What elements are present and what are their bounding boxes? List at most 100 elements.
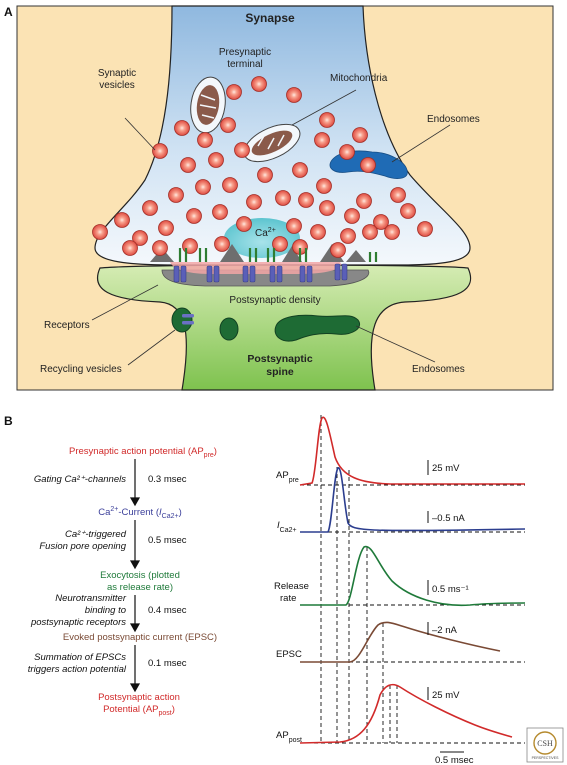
endosomes-bottom-label: Endosomes bbox=[412, 364, 465, 375]
process-summation-2: triggers action potential bbox=[28, 664, 127, 675]
trace-label-ap-post: APpost bbox=[276, 730, 302, 744]
timing-guides bbox=[320, 415, 398, 743]
recycling-label: Recycling vesicles bbox=[40, 364, 122, 375]
step-exocytosis-2: as release rate) bbox=[107, 582, 173, 593]
panel-b-letter: B bbox=[4, 414, 13, 428]
synaptic-vesicle bbox=[182, 238, 198, 254]
trace-label-epsc: EPSC bbox=[276, 649, 302, 660]
synapse-illustration: A bbox=[4, 5, 554, 391]
synaptic-vesicle bbox=[251, 76, 267, 92]
synaptic-vesicle bbox=[319, 112, 335, 128]
synaptic-vesicle bbox=[132, 230, 148, 246]
trace-label-ap-pre: APpre bbox=[276, 470, 299, 484]
trace-label-calcium: ICa2+ bbox=[277, 520, 297, 534]
synaptic-vesicle bbox=[168, 187, 184, 203]
scale-bars bbox=[427, 460, 464, 753]
step-presynaptic-ap: Presynaptic action potential (APpre) bbox=[69, 446, 217, 459]
synapse-title: Synapse bbox=[245, 11, 295, 25]
spine-label: Postsynaptic bbox=[247, 353, 313, 365]
time-summation: 0.1 msec bbox=[148, 658, 187, 669]
synaptic-vesicle bbox=[314, 132, 330, 148]
vesicles-label-2: vesicles bbox=[99, 80, 135, 91]
presynaptic-label-2: terminal bbox=[227, 59, 263, 70]
process-fusion: Ca²⁺-triggered bbox=[65, 529, 127, 540]
process-fusion-2: Fusion pore opening bbox=[39, 541, 126, 552]
synaptic-vesicle bbox=[186, 208, 202, 224]
synaptic-vesicle bbox=[234, 142, 250, 158]
synaptic-vesicle bbox=[152, 143, 168, 159]
scale-calcium: –0.5 nA bbox=[432, 513, 465, 524]
psd-label: Postsynaptic density bbox=[229, 295, 320, 306]
flow-arrows bbox=[129, 459, 141, 693]
synaptic-vesicle bbox=[310, 224, 326, 240]
traces: APpre ICa2+ Release rate EPSC APpost 25 … bbox=[274, 415, 526, 765]
synaptic-vesicle bbox=[214, 236, 230, 252]
synaptic-vesicle bbox=[180, 157, 196, 173]
mitochondria-label: Mitochondria bbox=[330, 73, 388, 84]
synaptic-vesicle bbox=[373, 214, 389, 230]
synaptic-vesicle bbox=[226, 84, 242, 100]
synaptic-vesicle bbox=[272, 236, 288, 252]
synaptic-vesicle bbox=[257, 167, 273, 183]
step-exocytosis: Exocytosis (plotted bbox=[100, 570, 180, 581]
endosome-postsynaptic bbox=[274, 314, 360, 342]
scale-epsc: –2 nA bbox=[432, 625, 457, 636]
synaptic-vesicle bbox=[275, 190, 291, 206]
synaptic-vesicle bbox=[152, 240, 168, 256]
synaptic-vesicle bbox=[114, 212, 130, 228]
synaptic-vesicle bbox=[384, 224, 400, 240]
synaptic-vesicle bbox=[390, 187, 406, 203]
synaptic-vesicle bbox=[92, 224, 108, 240]
synaptic-cleft bbox=[170, 262, 341, 274]
synaptic-vesicle bbox=[316, 178, 332, 194]
trace-label-release-2: rate bbox=[280, 593, 296, 604]
scale-release: 0.5 ms⁻¹ bbox=[432, 584, 469, 595]
baselines bbox=[300, 484, 525, 744]
synaptic-vesicle bbox=[122, 240, 138, 256]
trace-epsc bbox=[300, 621, 501, 663]
synaptic-vesicle bbox=[298, 192, 314, 208]
synaptic-vesicles bbox=[92, 76, 433, 258]
recycling-vesicle bbox=[171, 307, 193, 333]
presynaptic-label: Presynaptic bbox=[219, 47, 271, 58]
synaptic-vesicle bbox=[362, 224, 378, 240]
synaptic-vesicle bbox=[212, 204, 228, 220]
synaptic-vesicle bbox=[197, 132, 213, 148]
spine-label-2: spine bbox=[266, 366, 294, 378]
calcium-label: Ca2+ bbox=[255, 227, 276, 239]
synaptic-vesicle bbox=[286, 218, 302, 234]
synaptic-vesicle bbox=[292, 162, 308, 178]
process-binding-3: postsynaptic receptors bbox=[30, 617, 126, 628]
time-scale-label: 0.5 msec bbox=[435, 755, 474, 765]
synaptic-vesicle bbox=[158, 220, 174, 236]
csh-logo: CSH PERSPECTIVES bbox=[526, 727, 564, 763]
endosomes-top-label: Endosomes bbox=[427, 114, 480, 125]
recycling-vesicle bbox=[219, 317, 239, 341]
synaptic-vesicle bbox=[220, 117, 236, 133]
svg-text:CSH: CSH bbox=[537, 739, 553, 748]
step-epsc: Evoked postsynaptic current (EPSC) bbox=[63, 632, 217, 643]
synaptic-vesicle bbox=[195, 179, 211, 195]
step-calcium-current: Ca2+-Current (ICa2+) bbox=[98, 506, 182, 520]
process-binding-2: binding to bbox=[85, 605, 126, 616]
scale-ap-pre: 25 mV bbox=[432, 463, 460, 474]
synaptic-vesicle bbox=[344, 208, 360, 224]
trace-calcium-current bbox=[300, 467, 526, 533]
pointer-lines bbox=[91, 89, 451, 366]
trace-ap-pre bbox=[299, 416, 525, 486]
synaptic-vesicle bbox=[339, 144, 355, 160]
receptors-label: Receptors bbox=[44, 320, 90, 331]
calcium-channels bbox=[178, 248, 378, 262]
synaptic-vesicle bbox=[356, 193, 372, 209]
synaptic-vesicle bbox=[352, 127, 368, 143]
trace-label-release: Release bbox=[274, 581, 309, 592]
synaptic-vesicle bbox=[400, 203, 416, 219]
mitochondrion bbox=[243, 123, 301, 163]
synaptic-vesicle bbox=[340, 228, 356, 244]
vesicles-label: Synaptic bbox=[98, 68, 136, 79]
time-gating: 0.3 msec bbox=[148, 474, 187, 485]
receptors bbox=[173, 263, 348, 283]
synaptic-vesicle bbox=[246, 194, 262, 210]
synaptic-vesicle bbox=[142, 200, 158, 216]
svg-text:PERSPECTIVES: PERSPECTIVES bbox=[532, 756, 560, 760]
